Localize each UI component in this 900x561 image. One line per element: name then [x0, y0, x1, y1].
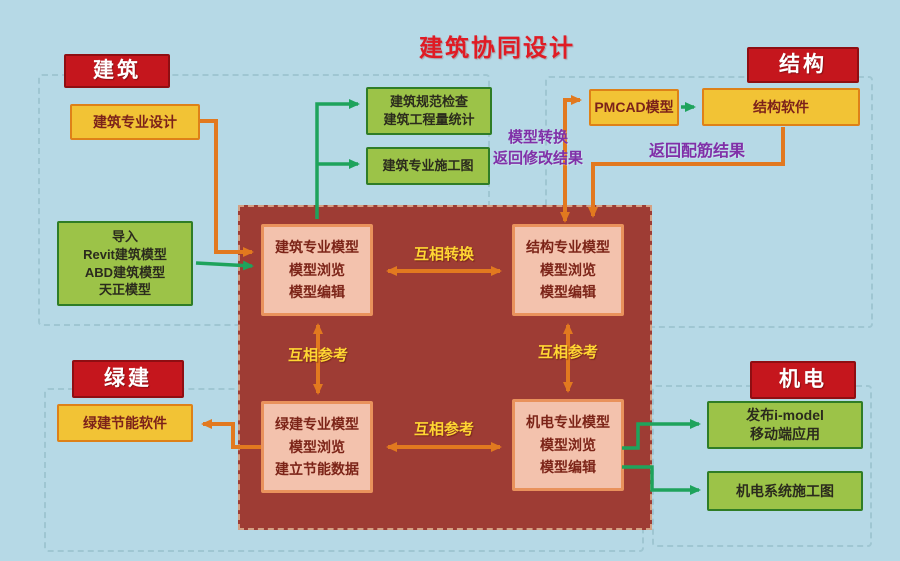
- node-mep-model: 机电专业模型 模型浏览 模型编辑: [512, 399, 624, 491]
- node-code-check: 建筑规范检查 建筑工程量统计: [366, 87, 492, 135]
- node-green-energy-software: 绿建节能软件: [57, 404, 193, 442]
- node-arch-construction-drawing: 建筑专业施工图: [366, 147, 490, 185]
- node-arch-design: 建筑专业设计: [70, 104, 200, 140]
- node-import-models: 导入 Revit建筑模型 ABD建筑模型 天正模型: [57, 221, 193, 306]
- node-mep-construction-drawing: 机电系统施工图: [707, 471, 863, 511]
- node-arch-model: 建筑专业模型 模型浏览 模型编辑: [261, 224, 373, 316]
- node-imodel-publish: 发布i-model 移动端应用: [707, 401, 863, 449]
- page-title: 建筑协同设计: [419, 35, 575, 62]
- node-struct-software: 结构软件: [702, 88, 860, 126]
- section-title-struct: 结构: [747, 47, 859, 83]
- section-title-mep: 机电: [750, 361, 856, 399]
- section-title-arch: 建筑: [64, 54, 170, 88]
- section-title-green: 绿建: [72, 360, 184, 398]
- node-pmcad-model: PMCAD模型: [589, 89, 679, 126]
- node-green-model: 绿建专业模型 模型浏览 建立节能数据: [261, 401, 373, 493]
- struct-section-region: [545, 76, 873, 328]
- node-struct-model: 结构专业模型 模型浏览 模型编辑: [512, 224, 624, 316]
